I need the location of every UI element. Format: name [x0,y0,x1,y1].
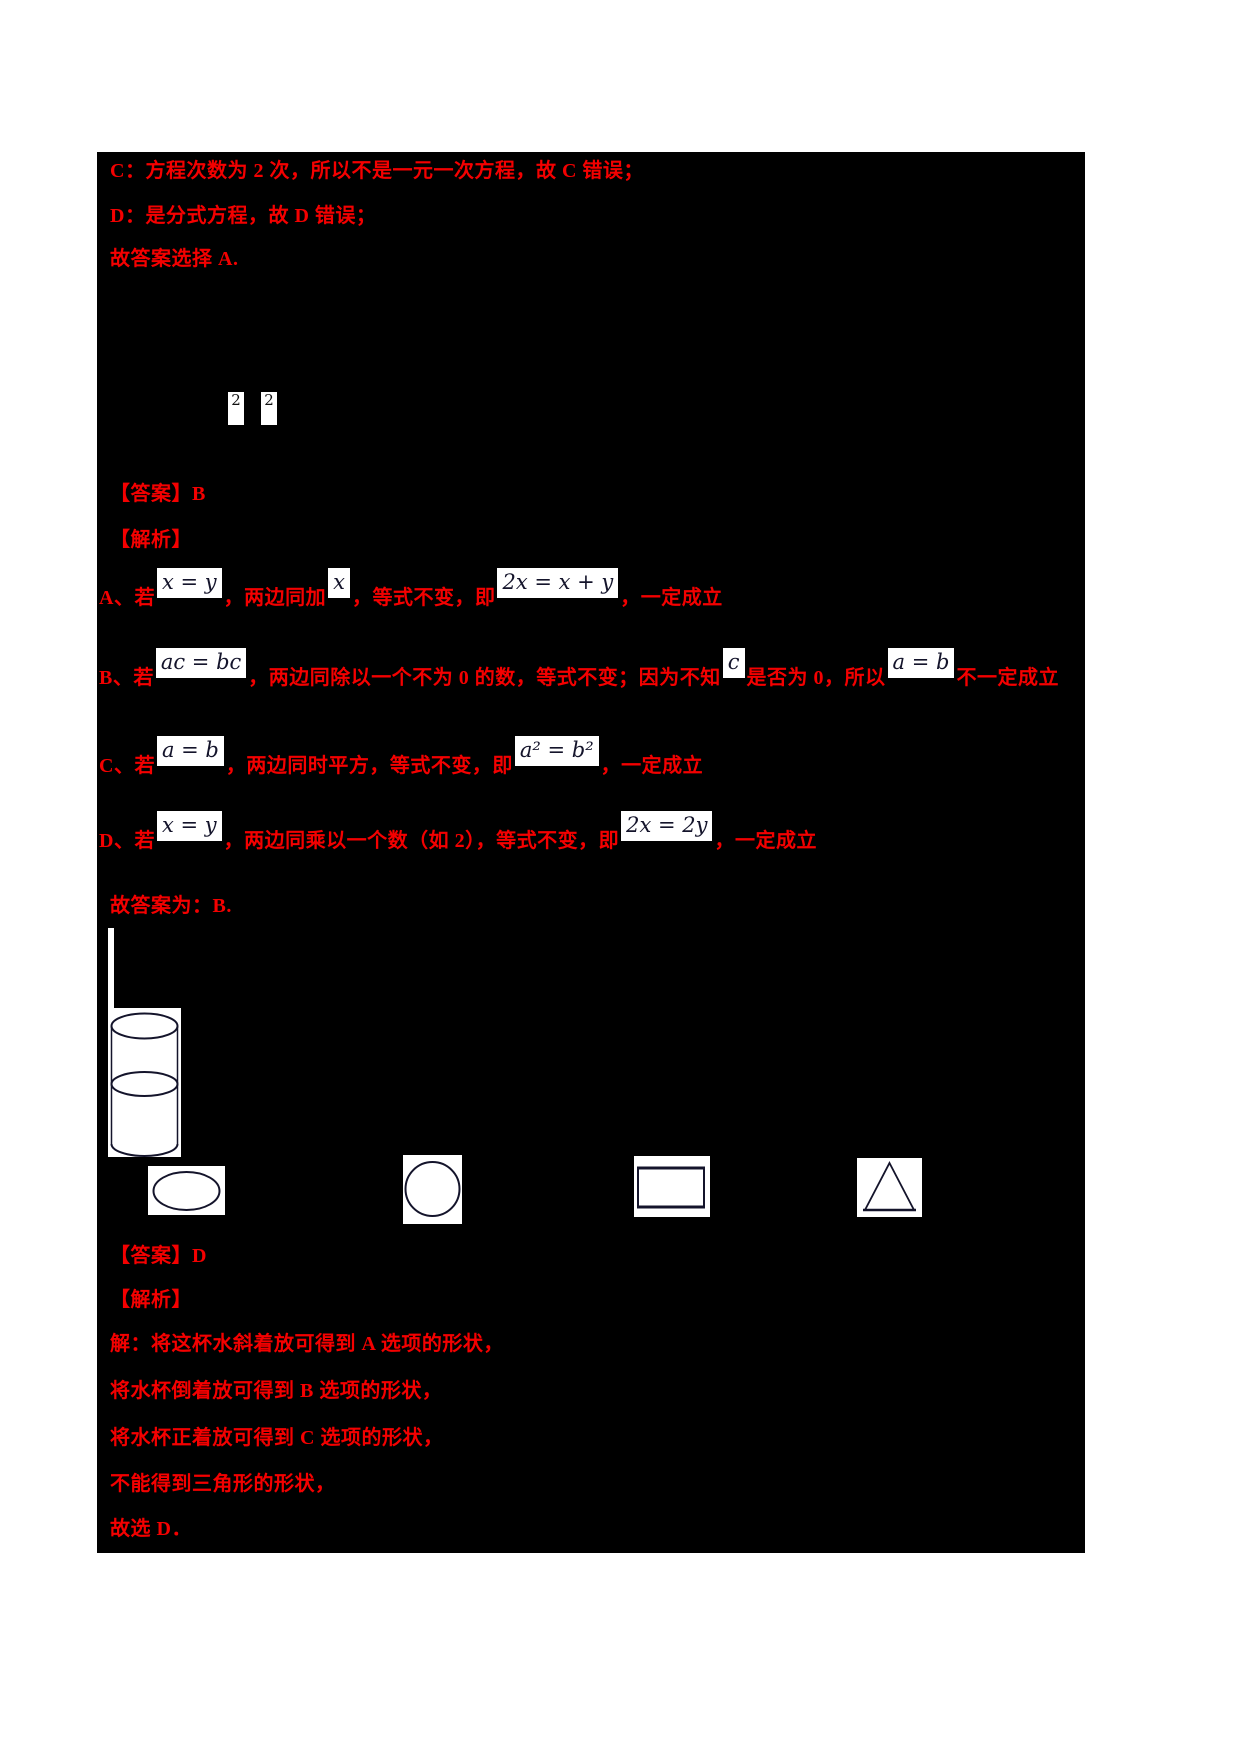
q3-solution-line: 不能得到三角形的形状， [110,1473,336,1495]
formula-box: x [328,568,350,598]
q1-option-c-analysis: C：方程次数为 2 次，所以不是一元一次方程，故 C 错误； [110,160,644,182]
analysis-text: ，一定成立 [600,755,704,777]
analysis-text: ，一定成立 [714,830,817,852]
q1-conclusion: 故答案选择 A. [110,248,239,270]
q3-analysis-label: 【解析】 [110,1289,192,1311]
analysis-text: D、若 [99,830,155,852]
analysis-text: B、若 [99,667,154,689]
q2-analysis-label: 【解析】 [110,529,192,551]
analysis-text: 是否为 0，所以 [746,667,886,689]
analysis-text: C、若 [99,755,155,777]
formula-box: x = y [156,568,222,598]
q3-solution-line: 将水杯正着放可得到 C 选项的形状， [110,1427,444,1449]
q2-option-a-line: A、若 x = y ，两边同加 x ，等式不变，即 2x = x + y ，一定… [99,568,723,610]
cup-figure-edge-strip [108,928,114,1010]
q3-option-b-figure [403,1155,462,1224]
analysis-text: ，一定成立 [620,587,723,609]
analysis-text: 不一定成立 [956,667,1059,689]
triangle-icon [863,1161,916,1212]
q3-solution-line: 将水杯倒着放可得到 B 选项的形状， [110,1380,443,1402]
q3-option-c-figure [634,1156,710,1217]
q3-solution-line: 解：将这杯水斜着放可得到 A 选项的形状， [110,1333,504,1355]
answer-value: B [192,483,206,505]
q2-conclusion: 故答案为：B. [110,895,232,917]
formula-box: x = y [156,811,222,841]
q1-option-d-analysis: D：是分式方程，故 D 错误； [110,205,377,227]
q3-option-d-figure [857,1158,922,1217]
content-block: C：方程次数为 2 次，所以不是一元一次方程，故 C 错误； D：是分式方程，故… [97,152,1085,1553]
exponent-fragment-box: 2 [261,392,277,425]
analysis-text: ，两边同加 [223,587,327,609]
analysis-text: A、若 [99,587,155,609]
q3-solution-line: 故选 D． [110,1518,192,1540]
formula-box: a = b [887,648,955,678]
formula-box: c [722,648,745,678]
formula-box: 2x = x + y [497,568,619,598]
q3-option-a-figure [148,1166,225,1215]
q2-option-c-line: C、若 a = b ，两边同时平方，等式不变，即 a² = b² ，一定成立 [99,736,703,778]
cylinder-water-cup-icon [110,1012,179,1157]
formula-box: a = b [156,736,224,766]
q2-option-b-line: B、若 ac = bc ，两边同除以一个不为 0 的数，等式不变；因为不知 c … [99,648,1059,690]
q2-option-d-line: D、若 x = y ，两边同乘以一个数（如 2），等式不变，即 2x = 2y … [99,811,817,853]
analysis-text: ，两边同乘以一个数（如 2），等式不变，即 [223,830,620,852]
formula-box: a² = b² [514,736,599,766]
formula-box: ac = bc [155,648,247,678]
q2-answer-line: 【答案】B [110,481,206,507]
circle-icon [404,1161,461,1217]
analysis-text: ，等式不变，即 [351,587,496,609]
q3-answer-line: 【答案】D [110,1243,207,1269]
answer-label: 【答案】 [110,483,192,505]
ellipse-icon [152,1171,221,1211]
formula-box: 2x = 2y [621,811,713,841]
analysis-text: ，两边同除以一个不为 0 的数，等式不变；因为不知 [248,667,721,689]
answer-label: 【答案】 [110,1245,192,1267]
exponent-fragment-box: 2 [228,392,244,425]
analysis-text: ，两边同时平方，等式不变，即 [225,755,513,777]
rectangle-icon [637,1166,705,1209]
cup-figure [108,1008,181,1157]
answer-value: D [192,1245,207,1267]
